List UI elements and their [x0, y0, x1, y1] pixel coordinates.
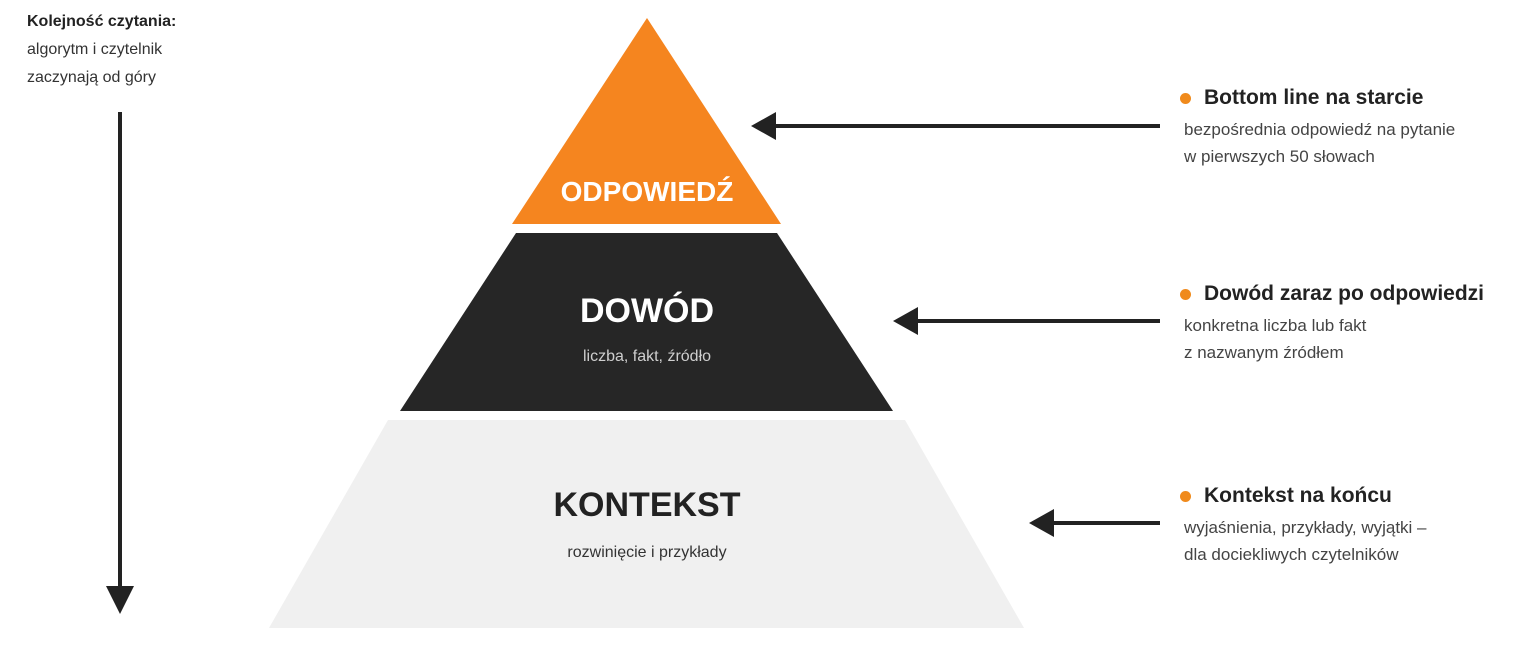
callout-context-line-2: dla dociekliwych czytelników: [1184, 545, 1399, 564]
callout-arrow-context-head: [1029, 509, 1054, 537]
callout-evidence-line-2: z nazwanym źródłem: [1184, 343, 1344, 362]
callout-answer: Bottom line na starcie bezpośrednia odpo…: [1180, 86, 1455, 170]
reading-order-heading: Kolejność czytania:: [27, 13, 177, 30]
bullet-dot-icon: [1180, 288, 1191, 300]
reading-order-line-1: algorytm i czytelnik: [27, 41, 163, 58]
callout-context: Kontekst na końcu wyjaśnienia, przykłady…: [1180, 484, 1427, 568]
tier-context-subtitle: rozwinięcie i przykłady: [567, 544, 726, 561]
reading-order-note: Kolejność czytania: algorytm i czytelnik…: [27, 8, 176, 92]
callout-arrow-evidence-head: [893, 307, 918, 335]
tier-evidence-title: DOWÓD: [580, 292, 714, 330]
bullet-dot-icon: [1180, 490, 1191, 502]
callout-answer-line-1: bezpośrednia odpowiedź na pytanie: [1184, 120, 1456, 139]
callout-answer-line-2: w pierwszych 50 słowach: [1184, 147, 1375, 166]
pyramid-tier-evidence: [400, 233, 893, 411]
callout-evidence-title: Dowód zaraz po odpowiedzi: [1204, 282, 1484, 305]
tier-context-title: KONTEKST: [554, 486, 741, 524]
reading-order-line-2: zaczynają od góry: [27, 69, 156, 86]
tier-answer-title: ODPOWIEDŹ: [561, 176, 734, 207]
tier-evidence-subtitle: liczba, fakt, źródło: [583, 348, 711, 365]
reading-order-arrow-head: [106, 586, 134, 614]
callout-context-line-1: wyjaśnienia, przykłady, wyjątki –: [1184, 518, 1427, 537]
pyramid-tier-context: [269, 420, 1024, 628]
callout-evidence-line-1: konkretna liczba lub fakt: [1184, 316, 1367, 335]
pyramid-tier-answer: [512, 18, 781, 224]
callout-arrow-answer-head: [751, 112, 776, 140]
bullet-dot-icon: [1180, 92, 1191, 104]
callout-answer-title: Bottom line na starcie: [1204, 86, 1424, 109]
callout-evidence: Dowód zaraz po odpowiedzi konkretna licz…: [1180, 282, 1484, 366]
callout-context-title: Kontekst na końcu: [1204, 484, 1392, 507]
